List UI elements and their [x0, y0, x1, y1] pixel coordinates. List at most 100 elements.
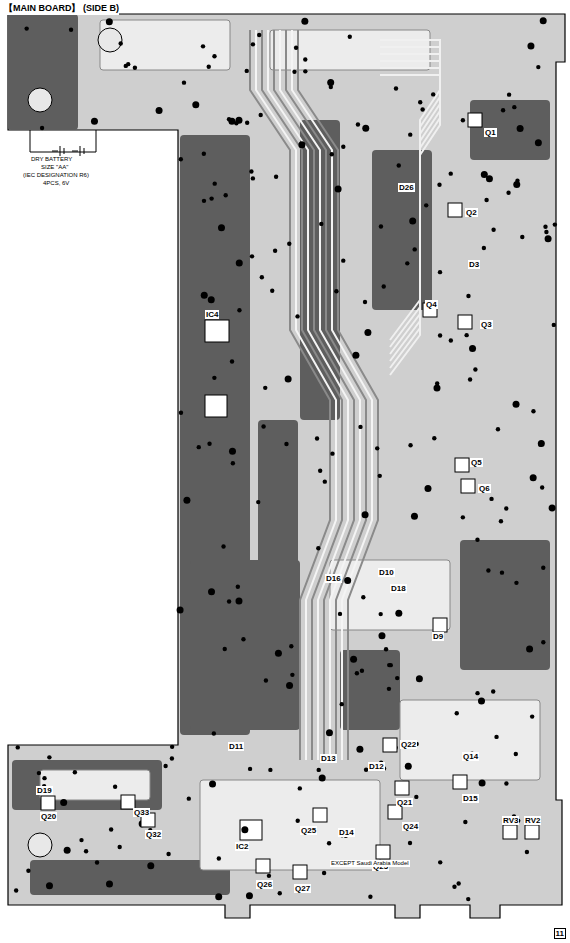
- via-pad: [531, 409, 535, 413]
- via-pad: [517, 125, 524, 132]
- via-pad: [179, 157, 183, 161]
- via-pad: [405, 261, 409, 265]
- via-pad: [408, 443, 412, 447]
- part-ref: Q2: [465, 208, 478, 217]
- part-ref: D13: [320, 754, 337, 763]
- copper-pad-area: [270, 30, 430, 70]
- copper-plane: [372, 150, 432, 310]
- via-pad: [338, 612, 342, 616]
- part-ref: Q3: [480, 320, 493, 329]
- via-pad: [294, 45, 298, 49]
- via-pad: [290, 673, 294, 677]
- part-ref: Q24: [402, 822, 419, 831]
- via-pad: [389, 663, 393, 667]
- via-pad: [170, 745, 174, 749]
- via-pad: [540, 485, 544, 489]
- via-pad: [424, 485, 431, 492]
- via-pad: [270, 289, 274, 293]
- via-pad: [408, 132, 412, 136]
- via-pad: [177, 607, 184, 614]
- via-pad: [496, 427, 500, 431]
- via-pad: [215, 893, 222, 900]
- via-pad: [327, 79, 334, 86]
- via-pad: [414, 795, 418, 799]
- copper-pad-area: [400, 700, 540, 780]
- via-pad: [409, 218, 416, 225]
- part-ref: Q26: [256, 880, 273, 889]
- copper-trace: [380, 54, 440, 354]
- via-pad: [491, 689, 495, 693]
- via-pad: [260, 275, 264, 279]
- page-number: 11: [554, 928, 566, 939]
- copper-trace: [380, 61, 440, 361]
- via-pad: [106, 880, 113, 887]
- component-footprint: [388, 805, 402, 819]
- via-pad: [356, 122, 360, 126]
- via-pad: [183, 497, 190, 504]
- via-pad: [261, 424, 265, 428]
- part-ref: D14: [338, 828, 355, 837]
- via-pad: [26, 869, 30, 873]
- part-ref: IC4: [205, 310, 219, 319]
- via-pad: [301, 18, 308, 25]
- via-pad: [475, 691, 479, 695]
- via-pad: [514, 581, 518, 585]
- copper-plane: [12, 760, 162, 810]
- via-pad: [170, 756, 174, 760]
- component-footprint: [395, 781, 409, 795]
- via-pad: [468, 377, 472, 381]
- via-pad: [298, 141, 305, 148]
- via-pad: [541, 566, 545, 570]
- via-pad: [284, 442, 288, 446]
- part-ref: Q5: [470, 458, 483, 467]
- via-pad: [117, 845, 121, 849]
- via-pad: [236, 584, 240, 588]
- part-ref: D9: [432, 632, 444, 641]
- via-pad: [363, 300, 367, 304]
- via-pad: [499, 519, 503, 523]
- via-pad: [207, 65, 211, 69]
- part-ref: Q33: [133, 808, 150, 817]
- component-footprint: [433, 618, 447, 632]
- via-pad: [235, 597, 242, 604]
- via-pad: [341, 258, 345, 262]
- via-pad: [323, 479, 327, 483]
- via-pad: [273, 249, 277, 253]
- via-pad: [449, 338, 453, 342]
- via-pad: [236, 260, 243, 267]
- via-pad: [275, 650, 282, 657]
- part-ref: D18: [390, 584, 407, 593]
- via-pad: [223, 193, 227, 197]
- part-ref: RV2: [524, 816, 541, 825]
- via-pad: [411, 513, 418, 520]
- part-ref: RV3: [502, 816, 519, 825]
- via-pad: [344, 577, 351, 584]
- component-footprint: [121, 795, 135, 809]
- via-pad: [504, 506, 508, 510]
- via-pad: [182, 80, 186, 84]
- via-pad: [394, 86, 398, 90]
- via-pad: [348, 35, 352, 39]
- via-pad: [327, 841, 331, 845]
- ic-footprint: [205, 395, 227, 417]
- via-pad: [248, 767, 252, 771]
- via-pad: [202, 199, 206, 203]
- via-pad: [64, 847, 71, 854]
- via-pad: [538, 440, 545, 447]
- via-pad: [466, 294, 470, 298]
- via-pad: [418, 100, 422, 104]
- via-pad: [202, 152, 206, 156]
- via-pad: [207, 442, 211, 446]
- via-pad: [234, 121, 238, 125]
- via-pad: [543, 225, 547, 229]
- via-pad: [292, 70, 296, 74]
- via-pad: [249, 169, 253, 173]
- via-pad: [257, 33, 261, 37]
- via-pad: [395, 676, 399, 680]
- via-pad: [296, 818, 300, 822]
- part-ref: Q1: [484, 128, 497, 137]
- via-pad: [530, 714, 534, 718]
- via-pad: [549, 504, 556, 511]
- ic-footprint: [205, 320, 229, 342]
- via-pad: [91, 118, 98, 125]
